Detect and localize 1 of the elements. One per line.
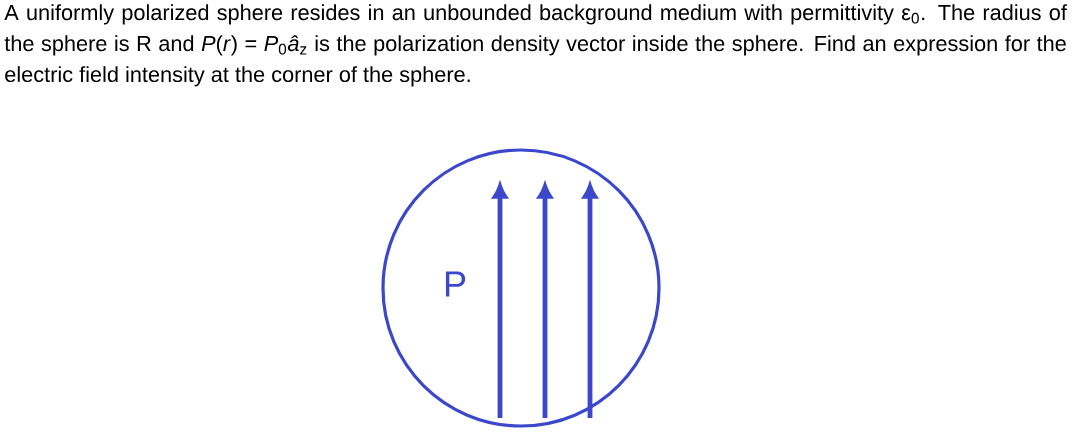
problem-text: A uniformly polarized sphere resides in an unbounded background medium with permittivity ε$_{0}$. The radius of the sphere is R and P(r) = P$_{0}$â$_{z}$ is the polarization density vector inside the sphere. Find an expression for the electric field intensity at the corner of the sphere. bbox=[4, 4, 1067, 87]
